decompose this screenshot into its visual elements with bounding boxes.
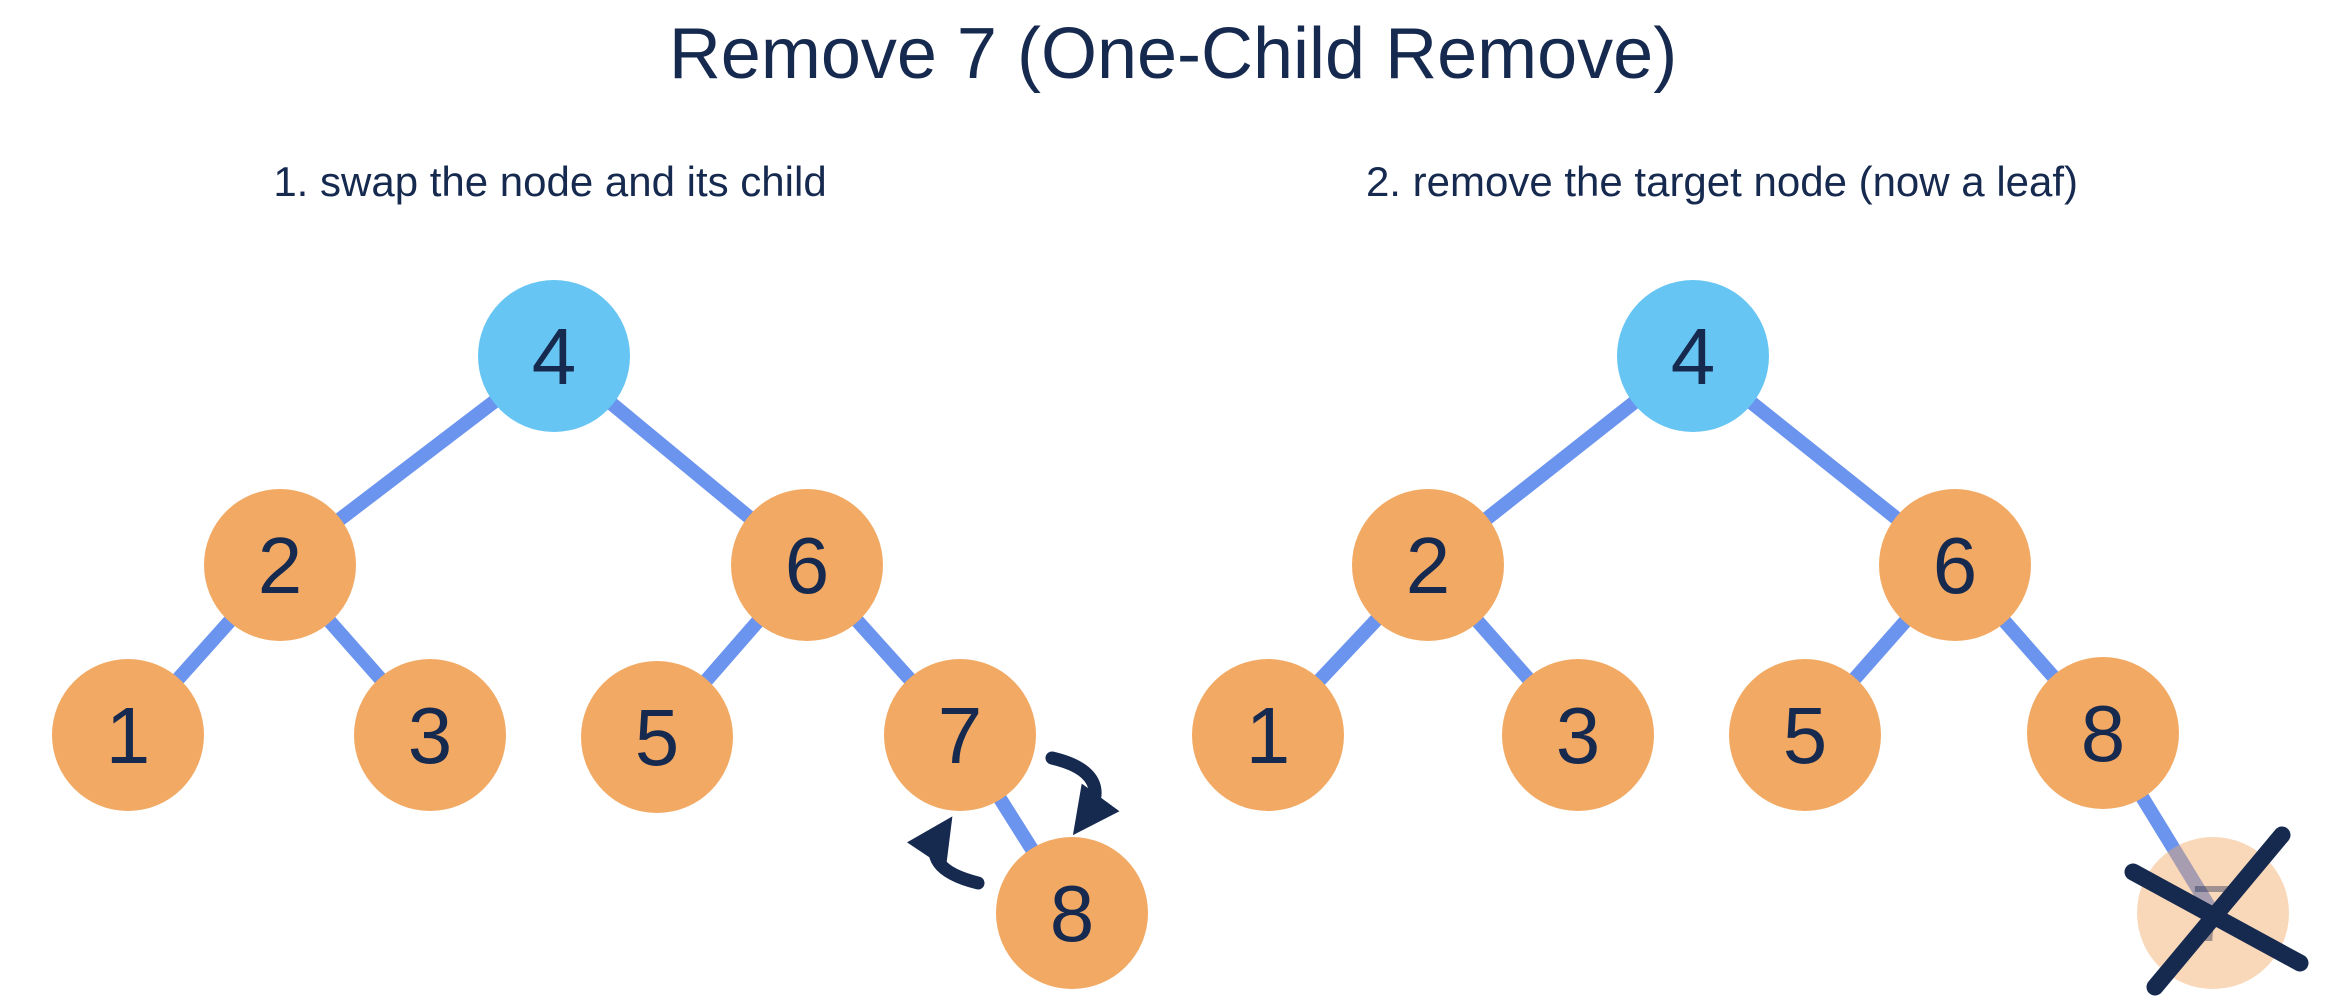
left-node-1: [52, 659, 204, 811]
right-node-6: [1879, 489, 2031, 641]
panel-1-caption: 1. swap the node and its child: [273, 158, 826, 205]
panel-2-caption: 2. remove the target node (now a leaf): [1366, 158, 2078, 205]
right-node-5: [1729, 659, 1881, 811]
right-node-5-label: 5: [1783, 691, 1828, 780]
left-node-6: [731, 489, 883, 641]
right-node-8-label: 8: [2081, 689, 2126, 778]
right-node-root-label: 4: [1671, 312, 1716, 401]
swap-down-arrow-icon: [1045, 751, 1120, 836]
diagram-title: Remove 7 (One-Child Remove): [669, 14, 1677, 94]
right-node-3-label: 3: [1556, 691, 1601, 780]
swap-arrows: [906, 751, 1120, 890]
left-node-3: [354, 659, 506, 811]
right-node-1: [1192, 659, 1344, 811]
delete-cross-icon: [2124, 826, 2309, 996]
right-node-8: [2027, 657, 2179, 809]
left-node-3-label: 3: [408, 691, 453, 780]
right-node-6-label: 6: [1933, 521, 1978, 610]
left-node-1-label: 1: [106, 691, 151, 780]
left-node-root-label: 4: [532, 312, 577, 401]
left-node-5: [581, 661, 733, 813]
swap-up-arrow-icon: [906, 816, 985, 890]
left-node-7-label: 7: [938, 691, 983, 780]
right-node-2: [1352, 489, 1504, 641]
left-node-7: [884, 659, 1036, 811]
left-node-6-label: 6: [785, 521, 830, 610]
right-node-root: [1617, 280, 1769, 432]
right-tree-nodes: 4 2 6 1 3 5 8: [1192, 280, 2179, 811]
left-tree-nodes: 4 2 6 1 3 5 7 8: [52, 280, 1148, 989]
removed-node-group: 7: [2124, 826, 2309, 996]
right-node-2-label: 2: [1406, 521, 1451, 610]
delete-cross-stroke-2: [2124, 863, 2309, 972]
left-node-5-label: 5: [635, 693, 680, 782]
left-node-root: [478, 280, 630, 432]
left-node-2-label: 2: [258, 521, 303, 610]
left-node-8: [996, 837, 1148, 989]
right-node-3: [1502, 659, 1654, 811]
left-node-8-label: 8: [1050, 869, 1095, 958]
right-node-1-label: 1: [1246, 691, 1291, 780]
left-node-2: [204, 489, 356, 641]
